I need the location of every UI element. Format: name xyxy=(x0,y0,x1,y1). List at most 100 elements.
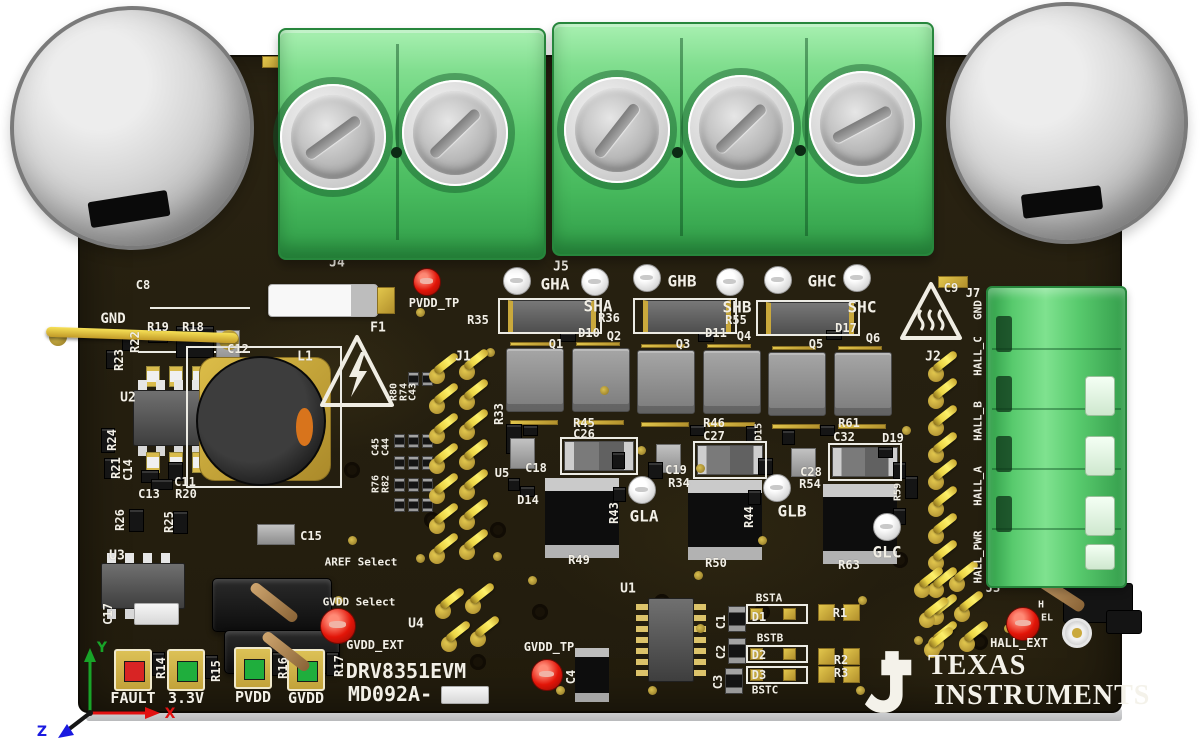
silkscreen-label: Q3 xyxy=(675,337,691,351)
silkscreen-label: PVDD xyxy=(234,688,272,706)
screw-head xyxy=(699,86,783,170)
via xyxy=(416,554,425,563)
part-pwrsm xyxy=(575,648,609,702)
part-chip xyxy=(101,428,115,453)
silkscreen-label: R23 xyxy=(112,349,126,371)
screw-slot xyxy=(428,106,482,160)
screw-slot xyxy=(831,104,893,144)
silkscreen-label: H xyxy=(1037,599,1045,611)
silkscreen-label: R44 xyxy=(742,506,756,528)
silkscreen-label: R33 xyxy=(492,403,506,425)
part-chip xyxy=(106,350,118,369)
screw-slot xyxy=(303,113,363,161)
part-pwr xyxy=(823,484,897,564)
screw-head xyxy=(413,91,497,175)
silkscreen-label: EL xyxy=(1040,612,1054,624)
silkscreen-label: GLB xyxy=(777,501,807,521)
silkscreen-label: BSTC xyxy=(751,683,779,697)
part-passd xyxy=(394,498,405,512)
part-stand xyxy=(1062,618,1092,648)
via xyxy=(696,624,705,633)
silkscreen-label: GVDD_EXT xyxy=(346,638,404,652)
testpoint-gvdd_ext xyxy=(320,608,356,644)
screw-head xyxy=(820,82,904,166)
silkscreen-label: R19 xyxy=(147,320,169,334)
silkscreen-label: D15 xyxy=(753,422,765,442)
part-box xyxy=(186,346,342,488)
silkscreen-label: MD092A- xyxy=(347,682,433,706)
silkscreen-label: D17 xyxy=(835,321,857,335)
silkscreen-label: GVDD_TP xyxy=(523,640,575,654)
part-chip xyxy=(508,478,520,491)
part-wline xyxy=(150,307,250,309)
silkscreen-label: R63 xyxy=(838,558,860,572)
silkscreen-label: R34 xyxy=(668,476,690,490)
silkscreen-label: R20 xyxy=(175,487,197,501)
part-passd xyxy=(408,372,419,386)
axis-indicator: Y X Z xyxy=(37,640,176,740)
silkscreen-label: HALL_B xyxy=(971,401,985,441)
part-passd xyxy=(408,456,419,470)
silkscreen-label: L1 xyxy=(297,349,313,365)
part-box xyxy=(633,298,737,334)
testpoint-ghc xyxy=(764,266,792,294)
part-passd xyxy=(725,668,743,694)
screw-slot xyxy=(714,101,768,155)
part-gold xyxy=(843,604,860,621)
via xyxy=(758,536,767,545)
via xyxy=(637,446,646,455)
silkscreen-label: C27 xyxy=(703,429,725,443)
silkscreen-label: HALL_PWR xyxy=(971,530,985,584)
part-ic xyxy=(636,598,706,682)
via xyxy=(696,464,705,473)
silkscreen-label: HALL_EXT xyxy=(990,636,1048,650)
led-die xyxy=(177,661,198,682)
part-gold xyxy=(750,648,763,660)
capacitor-polarity-mark xyxy=(1020,185,1104,219)
silkscreen-label: R24 xyxy=(105,429,119,451)
silkscreen-label: R1 xyxy=(832,606,848,620)
silkscreen-label: D3 xyxy=(751,668,767,682)
part-chip xyxy=(893,462,906,479)
connector-latch xyxy=(1085,436,1115,476)
part-gray xyxy=(791,448,816,477)
part-fet xyxy=(637,350,695,414)
part-box xyxy=(756,300,860,336)
part-passd xyxy=(394,434,405,448)
silkscreen-label: C14 xyxy=(121,459,135,481)
silkscreen-label: J1 xyxy=(455,349,471,365)
silkscreen-label: GLC xyxy=(872,542,902,562)
via xyxy=(556,686,565,695)
via xyxy=(600,386,609,395)
part-chip xyxy=(104,458,118,479)
part-gold xyxy=(783,608,796,620)
hot-surface-warning-icon xyxy=(900,282,962,340)
x-axis-label: X xyxy=(165,706,176,722)
part-fet xyxy=(768,352,826,416)
screw-terminal xyxy=(280,84,386,190)
silkscreen-label: C44 xyxy=(380,437,392,457)
connector-latch xyxy=(1085,496,1115,536)
axis-origin xyxy=(87,710,93,716)
silkscreen-label: BSTA xyxy=(755,591,783,605)
silkscreen-label: C11 xyxy=(174,475,196,489)
silkscreen-label: C18 xyxy=(525,461,547,475)
thermal-pad xyxy=(532,604,548,620)
part-chip xyxy=(690,425,705,436)
via xyxy=(528,576,537,585)
screw-terminal xyxy=(809,71,915,177)
silkscreen-label: GVDD Select xyxy=(322,595,396,609)
screw-head xyxy=(575,88,659,172)
part-gold xyxy=(838,424,886,429)
led-die xyxy=(244,659,265,680)
silkscreen-label: D14 xyxy=(517,493,539,507)
silkscreen-label: Q4 xyxy=(736,329,752,343)
silkscreen-label: FAULT xyxy=(110,689,156,707)
connector-divider xyxy=(992,348,1121,350)
part-chip xyxy=(173,511,188,534)
part-chip xyxy=(152,652,165,676)
via xyxy=(348,536,357,545)
silkscreen-label: C19 xyxy=(665,463,687,477)
via xyxy=(856,686,865,695)
